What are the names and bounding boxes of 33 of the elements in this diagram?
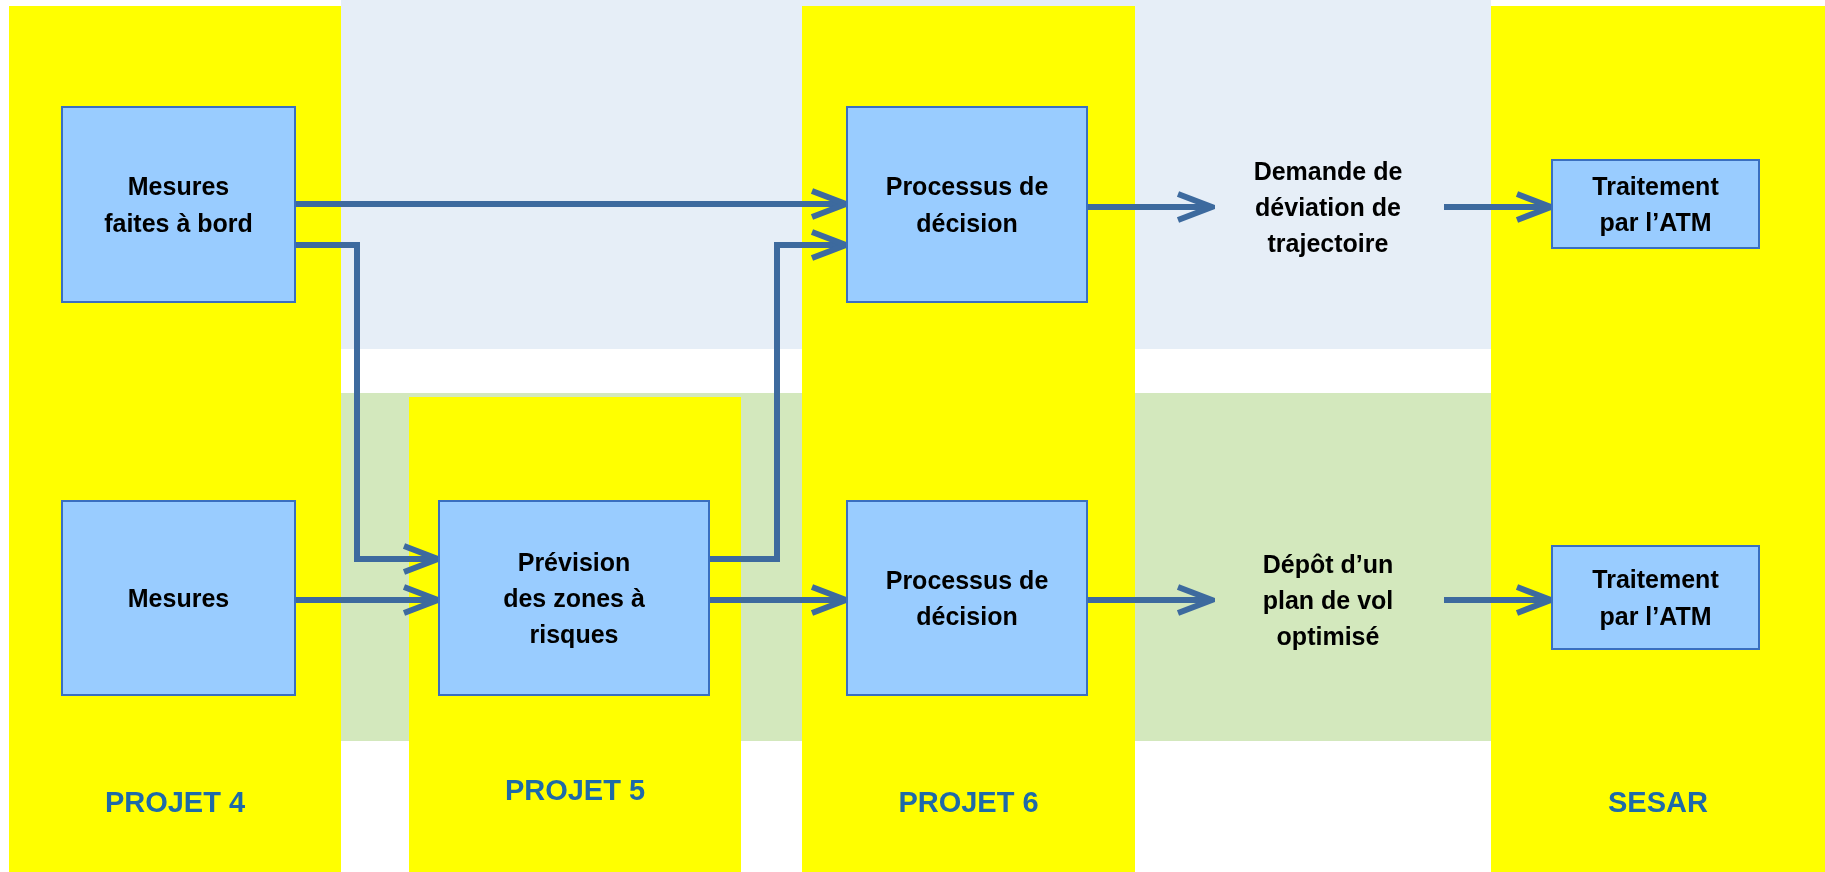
node-label: Processus de décision — [884, 171, 1050, 239]
process-box — [846, 106, 1088, 303]
project-column — [409, 397, 741, 872]
arrow — [1444, 191, 1554, 223]
process-box — [438, 500, 710, 696]
column-label: PROJET 4 — [103, 786, 247, 819]
arrow — [1088, 584, 1215, 616]
node-label: Demande de déviation de trajectoire — [1252, 155, 1404, 260]
column-label: PROJET 5 — [503, 774, 647, 807]
arrow — [1088, 191, 1215, 223]
process-box — [61, 106, 296, 303]
project-column — [1491, 6, 1825, 872]
node-label: Mesures faites à bord — [103, 171, 254, 239]
process-box — [1551, 159, 1760, 249]
process-box — [1551, 545, 1760, 650]
project-column — [802, 6, 1135, 872]
process-box — [846, 500, 1088, 696]
node-label: Traitement par l’ATM — [1591, 564, 1720, 632]
node-label: Traitement par l’ATM — [1591, 170, 1720, 238]
arrow — [296, 242, 441, 575]
node-label: Mesures — [127, 582, 230, 614]
arrow — [1444, 584, 1554, 616]
node-label: Dépôt d’un plan de vol optimisé — [1261, 548, 1395, 653]
column-label: PROJET 6 — [897, 786, 1040, 819]
node-label: Prévision des zones à risques — [502, 546, 646, 651]
arrow — [296, 188, 849, 220]
node-label: Processus de décision — [884, 564, 1050, 632]
arrow — [710, 229, 849, 562]
arrow — [296, 584, 441, 616]
project-column — [9, 6, 341, 872]
column-label: SESAR — [1607, 786, 1709, 819]
arrow — [710, 584, 849, 616]
process-box — [61, 500, 296, 696]
